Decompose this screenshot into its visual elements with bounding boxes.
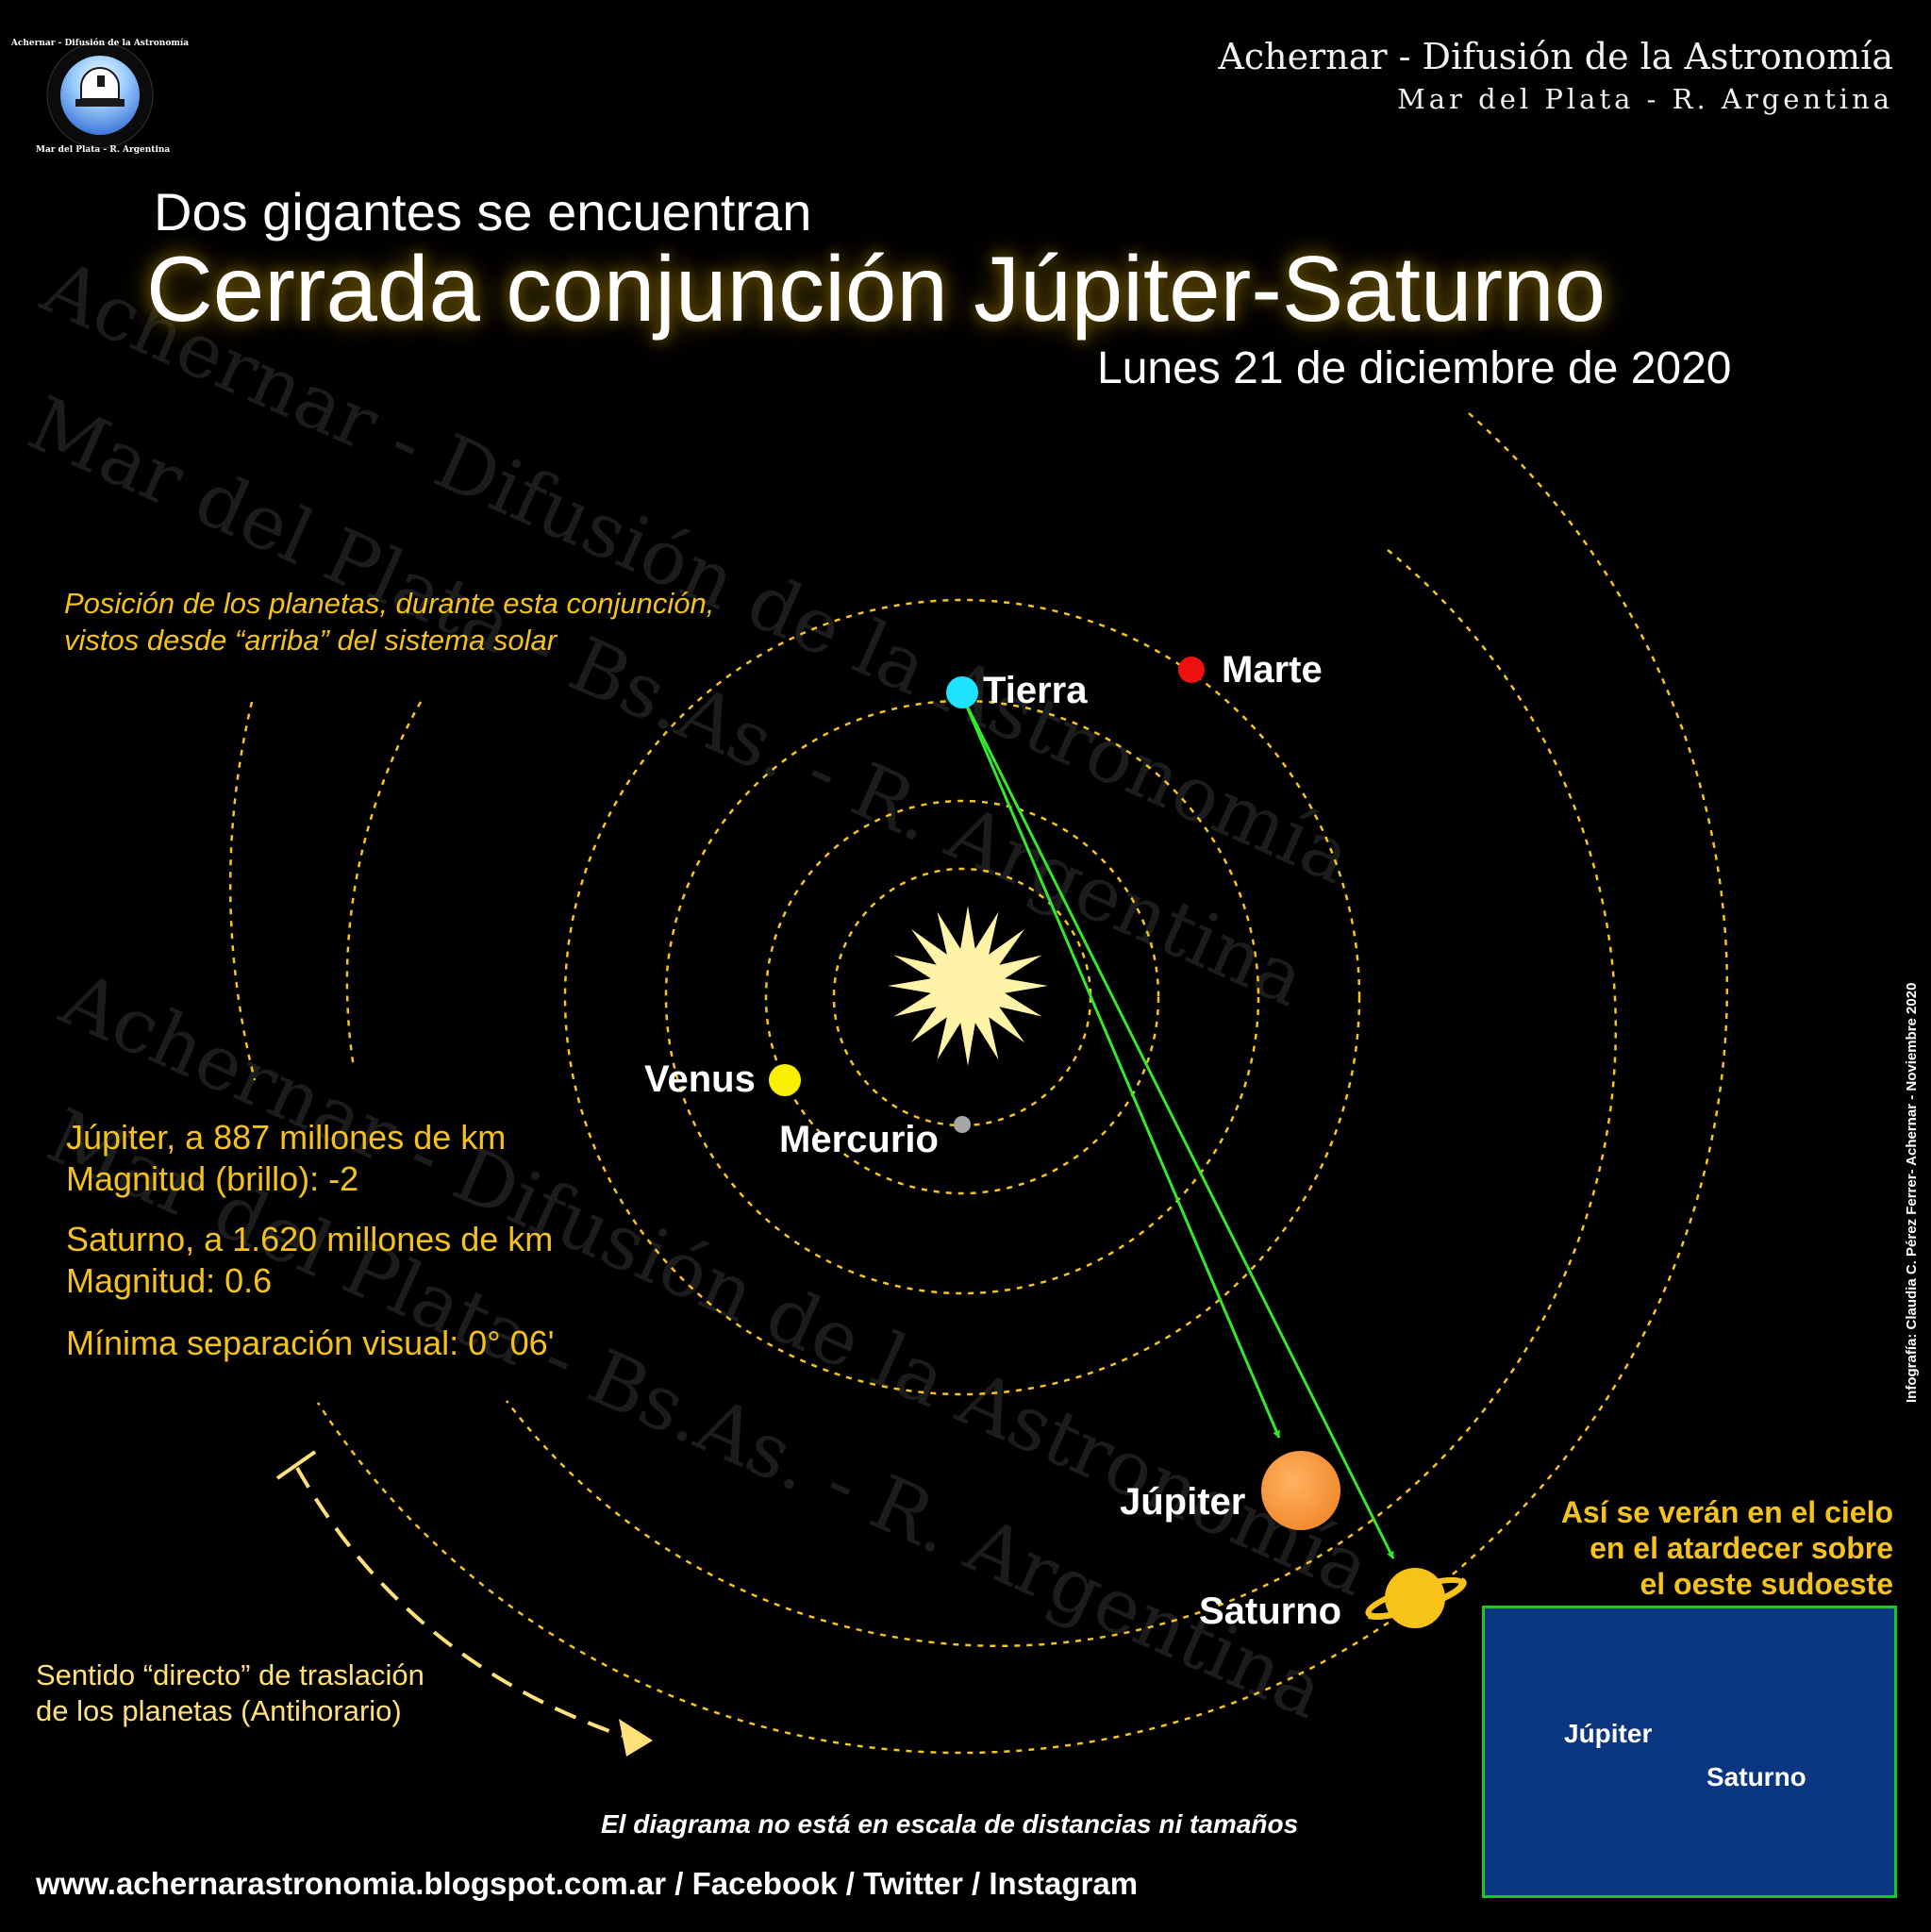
label-saturno: Saturno <box>1199 1591 1342 1632</box>
orbit-outer-left-arc <box>345 701 423 1069</box>
event-date: Lunes 21 de diciembre de 2020 <box>1097 343 1732 393</box>
planet-earth <box>946 676 978 708</box>
sky-view-line-2: en el atardecer sobre <box>1590 1531 1893 1565</box>
logo-ring-text: Achernar - Difusión de la Astronomía <box>10 38 189 48</box>
orbit-mars <box>563 598 1361 1396</box>
label-tierra: Tierra <box>983 670 1088 711</box>
watermark-line-2: Mar del Plata - Bs.As. - R. Argentina <box>16 379 1318 1024</box>
planet-mercury <box>954 1116 971 1133</box>
direction-arrow <box>275 1450 653 1757</box>
sun <box>888 906 1048 1066</box>
view-note-line-2: vistos desde “arriba” del sistema solar <box>64 624 558 657</box>
planet-jupiter <box>1261 1451 1340 1530</box>
label-jupiter: Júpiter <box>1120 1481 1246 1523</box>
logo-caption: Mar del Plata - R. Argentina <box>36 145 171 155</box>
direction-note: Sentido “directo” de traslación de los p… <box>36 1657 424 1729</box>
sightline-jupiter <box>962 699 1281 1439</box>
footer-links: www.achernarastronomia.blogspot.com.ar /… <box>36 1866 1139 1901</box>
view-note-line-1: Posición de los planetas, durante esta c… <box>64 587 715 620</box>
direction-note-line-2: de los planetas (Antihorario) <box>36 1694 402 1727</box>
fact-min-separation: Mínima separación visual: 0° 06' <box>66 1324 555 1362</box>
orbit-venus <box>764 799 1160 1195</box>
planet-mars <box>1178 657 1205 683</box>
orbit-saturn <box>316 412 1729 1755</box>
org-name: Achernar - Difusión de la Astronomía <box>1218 36 1893 77</box>
planet-saturn <box>1365 1568 1467 1628</box>
label-marte: Marte <box>1222 649 1323 691</box>
planet-venus <box>769 1064 801 1096</box>
orbit-earth <box>664 699 1260 1295</box>
sky-label-saturn: Saturno <box>1706 1762 1806 1791</box>
fact-jupiter: Júpiter, a 887 millones de km Magnitud (… <box>66 1117 506 1200</box>
fact-saturn-distance: Saturno, a 1.620 millones de km <box>66 1220 554 1258</box>
fact-saturn-magnitude: Magnitud: 0.6 <box>66 1261 273 1300</box>
credit-line: Infografía: Claudia C. Pérez Ferrer- Ach… <box>1904 982 1920 1403</box>
sky-view-box <box>1482 1606 1897 1898</box>
label-mercurio: Mercurio <box>779 1119 939 1160</box>
sky-view-caption: Así se verán en el cielo en el atardecer… <box>1561 1494 1893 1602</box>
main-title: Cerrada conjunción Júpiter-Saturno <box>146 237 1606 341</box>
kicker-title: Dos gigantes se encuentran <box>154 182 812 242</box>
achernar-logo: Achernar - Difusión de la Astronomía <box>10 38 189 149</box>
sight-lines <box>962 699 1395 1559</box>
view-note: Posición de los planetas, durante esta c… <box>64 585 714 658</box>
sky-view-line-3: el oeste sudoeste <box>1640 1567 1893 1601</box>
orbit-jupiter <box>506 549 1618 1647</box>
orbit-saturn-left-arc <box>228 701 257 1081</box>
sky-label-jupiter: Júpiter <box>1564 1719 1653 1748</box>
sky-view-line-1: Así se verán en el cielo <box>1560 1495 1893 1529</box>
fact-jupiter-distance: Júpiter, a 887 millones de km <box>66 1118 507 1157</box>
scale-disclaimer: El diagrama no está en escala de distanc… <box>601 1809 1299 1839</box>
fact-saturn: Saturno, a 1.620 millones de km Magnitud… <box>66 1219 553 1302</box>
label-venus: Venus <box>644 1058 756 1100</box>
sightline-saturn <box>962 699 1395 1559</box>
fact-jupiter-magnitude: Magnitud (brillo): -2 <box>66 1159 359 1198</box>
org-location: Mar del Plata - R. Argentina <box>1397 83 1893 115</box>
direction-note-line-1: Sentido “directo” de traslación <box>36 1658 424 1691</box>
